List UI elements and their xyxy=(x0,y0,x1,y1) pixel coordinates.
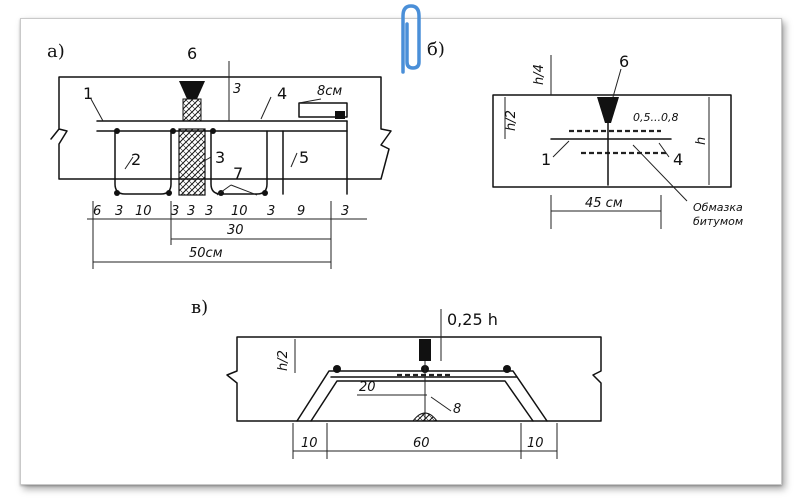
panel-a-slab xyxy=(50,76,392,180)
panel-v-letter: в) xyxy=(191,297,208,318)
dim-h2: h/2 xyxy=(504,110,519,131)
paperclip-icon xyxy=(401,4,421,74)
dim-3: 3 xyxy=(205,204,213,219)
panel-b-letter: б) xyxy=(427,39,445,60)
panel-v-slab xyxy=(226,336,602,422)
note-line-2: битумом xyxy=(693,215,743,228)
panel-v-leader-8 xyxy=(430,396,452,412)
panel-b: б) h/4 h/2 h 0,5...0,8 45 см 6 1 4 Обмаз… xyxy=(427,39,743,229)
panel-b-slab xyxy=(492,94,732,188)
callout-6: 6 xyxy=(187,44,197,63)
expansion-joint-drawing: а) 1 2 3 4 5 6 7 8 xyxy=(47,39,743,459)
panel-v: в) 0,25 h h/2 20 8 10 60 10 xyxy=(191,297,602,459)
dim-10: 10 xyxy=(231,204,248,219)
panel-v-filler xyxy=(419,339,431,361)
dim-30: 30 xyxy=(227,223,244,238)
callout-7: 7 xyxy=(233,164,243,183)
panel-a-letter: а) xyxy=(47,41,65,62)
callout-2: 2 xyxy=(131,150,141,169)
callout-1: 1 xyxy=(83,84,93,103)
panel-v-stirrup-inner xyxy=(310,380,534,422)
dim-3: 3 xyxy=(187,204,195,219)
panel-a-filler-body xyxy=(182,98,202,122)
panel-a-stirrup-left xyxy=(114,130,172,195)
dim-8cm: 8см xyxy=(317,84,342,99)
dim-9: 9 xyxy=(297,204,305,219)
panel-a-cover xyxy=(298,102,348,118)
panel-v-bottom-insert xyxy=(411,412,439,422)
dim-0-25h: 0,25 h xyxy=(447,310,498,329)
panel-a-rebar-dot xyxy=(210,128,216,134)
dim-10-right: 10 xyxy=(527,436,544,451)
dim-3: 3 xyxy=(267,204,275,219)
callout-3: 3 xyxy=(215,148,225,167)
panel-a-leaders xyxy=(90,96,322,196)
panel-v-extension-lines xyxy=(292,423,558,459)
callout-5: 5 xyxy=(299,148,309,167)
callout-8: 8 xyxy=(453,402,461,417)
panel-a-rebar-dot xyxy=(262,190,268,196)
callout-4: 4 xyxy=(277,84,287,103)
panel-b-filler xyxy=(597,97,619,123)
dim-6: 6 xyxy=(93,204,101,219)
dim-h4: h/4 xyxy=(532,64,547,85)
panel-b-extension-lines xyxy=(550,195,662,229)
callout-4: 4 xyxy=(673,150,683,169)
panel-a-filler xyxy=(179,81,205,99)
panel-a-extension-lines xyxy=(92,201,332,269)
panel-a-stirrup-right xyxy=(210,130,268,195)
panel-v-stirrup-outer xyxy=(296,370,548,422)
dim-10: 10 xyxy=(135,204,152,219)
note-line-1: Обмазка xyxy=(693,201,743,214)
panel-a-right-part xyxy=(282,120,348,195)
panel-a-rebar-dot xyxy=(166,190,172,196)
dim-60: 60 xyxy=(413,436,430,451)
panel-a-rebar-dot xyxy=(170,128,176,134)
callout-1: 1 xyxy=(541,150,551,169)
panel-a-cover-end xyxy=(335,111,345,119)
dim-45cm: 45 см xyxy=(585,196,623,211)
v-mark-3: 3 xyxy=(233,82,241,97)
panel-a-dim-row: 6 3 10 3 3 3 10 3 9 3 xyxy=(93,204,349,219)
drawing-card: а) 1 2 3 4 5 6 7 8 xyxy=(20,18,782,485)
callout-6: 6 xyxy=(619,52,629,71)
panel-a: а) 1 2 3 4 5 6 7 8 xyxy=(47,41,392,269)
dim-h: h xyxy=(694,137,709,145)
panel-a-rebar-dot xyxy=(114,190,120,196)
dim-10-left: 10 xyxy=(301,436,318,451)
dim-3: 3 xyxy=(171,204,179,219)
panel-b-leaders xyxy=(552,68,688,202)
dim-3: 3 xyxy=(341,204,349,219)
dim-0-5-0-8: 0,5...0,8 xyxy=(633,111,678,124)
dim-h2: h/2 xyxy=(276,350,291,371)
panel-a-rebar-dot xyxy=(114,128,120,134)
panel-a-insert xyxy=(178,128,206,196)
panel-v-rebar-dot xyxy=(333,365,341,373)
panel-v-rebar-dot xyxy=(503,365,511,373)
dim-50cm: 50см xyxy=(189,246,223,261)
dim-3: 3 xyxy=(115,204,123,219)
dim-20: 20 xyxy=(359,380,376,395)
